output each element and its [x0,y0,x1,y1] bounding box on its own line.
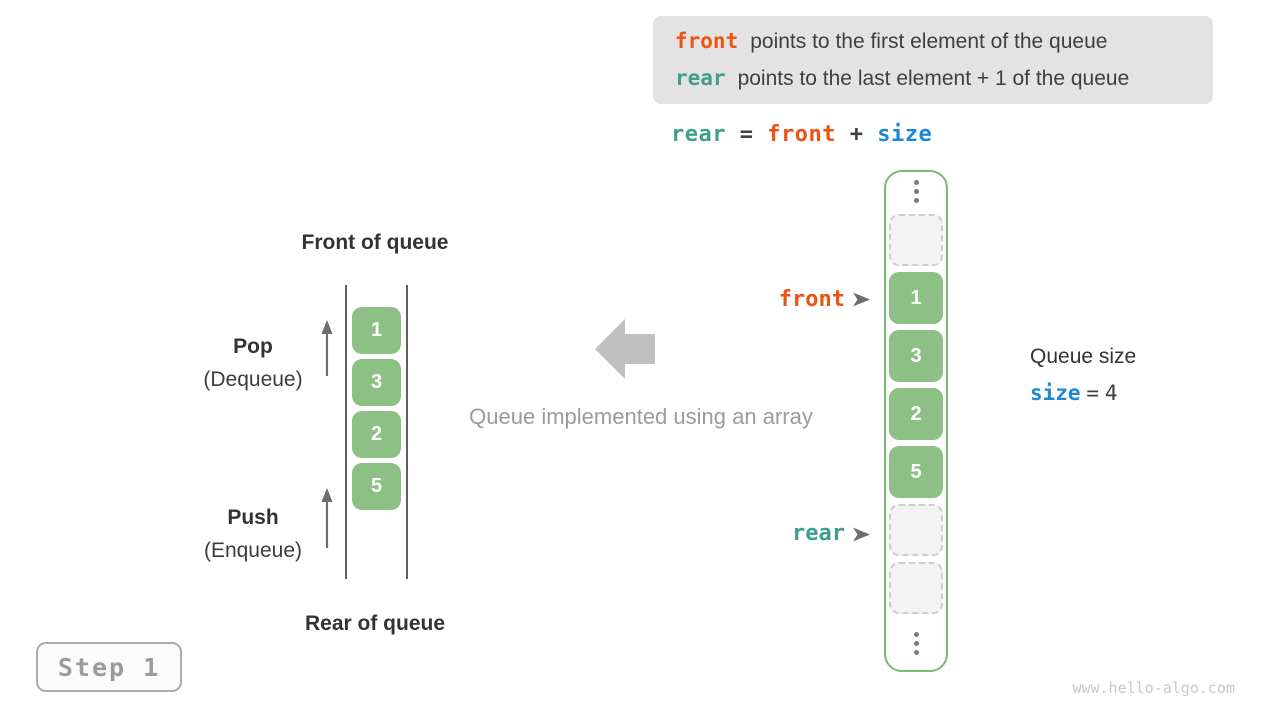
queue-cell: 2 [352,411,401,458]
front-description: points to the first element of the queue [750,30,1108,53]
formula-size: size [877,122,933,147]
size-value: 4 [1104,381,1118,405]
pointer-formula: rear = front + size [671,122,932,147]
queue-cell: 1 [352,307,401,354]
legend-front-row: front points to the first element of the … [675,23,1191,60]
size-code-label: size [1030,381,1081,405]
array-cell-empty [889,504,943,556]
queue-channel-right-wall [406,285,408,579]
push-up-arrow-icon [321,488,333,548]
pop-title: Pop [233,335,273,358]
array-cell: 2 [889,388,943,440]
formula-front: front [767,122,836,147]
diagram-caption: Queue implemented using an array [469,404,813,429]
rear-description: points to the last element + 1 of the qu… [737,67,1130,90]
queue-size-title: Queue size [1030,345,1137,368]
legend-rear-row: rear points to the last element + 1 of th… [675,60,1191,97]
legend-box: front points to the first element of the … [653,16,1213,104]
left-block-arrow-icon [595,319,655,379]
array-cell: 5 [889,446,943,498]
rear-code-label: rear [675,66,726,90]
pop-operation-label: Pop (Dequeue) [153,335,353,392]
formula-equals: = [739,122,754,147]
array-cell-empty [889,214,943,266]
formula-plus: + [849,122,864,147]
pop-subtitle: (Dequeue) [203,368,303,391]
queue-cell: 5 [352,463,401,510]
ellipsis-bottom-icon [909,630,923,657]
watermark: www.hello-algo.com [1072,679,1235,697]
size-equals: = [1086,381,1100,405]
queue-cell: 3 [352,359,401,406]
array-cell: 3 [889,330,943,382]
rear-pointer-arrow-icon [853,527,870,542]
front-code-label: front [675,29,739,53]
ellipsis-top-icon [909,178,923,205]
front-of-queue-label: Front of queue [301,231,449,254]
queue-channel-left-wall [345,285,347,579]
push-operation-label: Push (Enqueue) [153,506,353,563]
pop-up-arrow-icon [321,320,333,376]
rear-pointer-label: rear [792,521,845,546]
front-pointer-arrow-icon [853,292,870,307]
rear-of-queue-label: Rear of queue [304,612,446,635]
front-pointer-label: front [778,287,845,312]
array-cell-empty [889,562,943,614]
step-badge: Step 1 [36,642,182,692]
formula-rear: rear [671,122,726,147]
array-cell: 1 [889,272,943,324]
queue-size-value-line: size = 4 [1030,381,1118,406]
push-subtitle: (Enqueue) [203,539,303,562]
push-title: Push [227,506,279,529]
